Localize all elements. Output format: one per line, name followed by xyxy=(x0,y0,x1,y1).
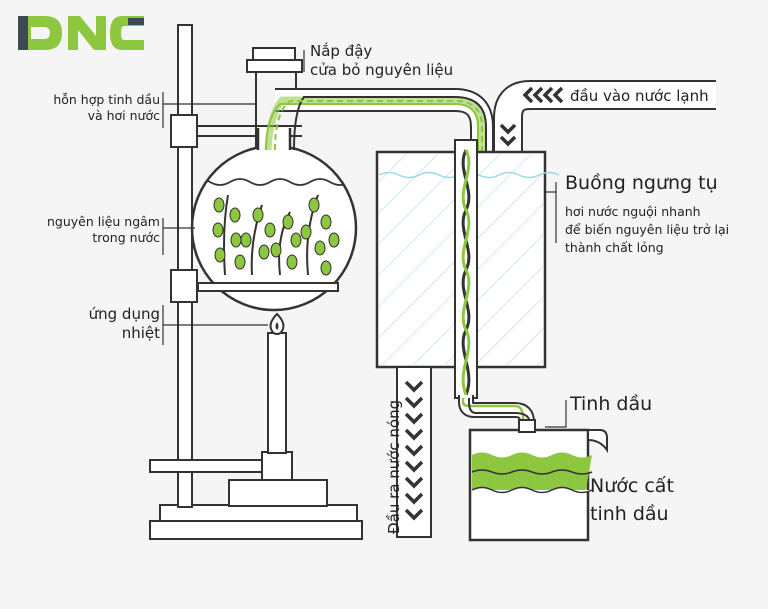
lid-label-line2: cửa bỏ nguyên liệu xyxy=(310,60,454,79)
collector xyxy=(468,419,608,542)
condenser-description: hơi nước nguội nhanh để biến nguyên liệu… xyxy=(565,203,729,257)
mixture-label: hỗn hợp tinh dầu và hơi nước xyxy=(30,92,160,123)
heat-label: ứng dụng nhiệt xyxy=(50,305,160,343)
stand xyxy=(149,24,363,540)
heat-label-line1: ứng dụng xyxy=(88,305,160,323)
condenser-title: Buồng ngưng tụ xyxy=(565,172,718,194)
vapor-tube xyxy=(264,88,494,180)
flame-icon xyxy=(269,312,285,335)
heat-label-line2: nhiệt xyxy=(121,323,160,342)
condenser-desc-line2: để biến nguyên liệu trở lại xyxy=(565,222,730,238)
leader-lines xyxy=(162,50,567,428)
cold-water-in-label: đầu vào nước lạnh xyxy=(570,87,709,105)
hot-water-pipe xyxy=(396,366,432,538)
mixture-label-line2: và hơi nước xyxy=(87,107,160,123)
cold-water-arrows xyxy=(499,86,564,147)
dnc-logo xyxy=(18,16,144,50)
cold-water-pipe xyxy=(493,80,716,155)
hydrosol-label: Nước cất tinh dầu xyxy=(590,473,674,528)
lid-label-line1: Nắp đậy xyxy=(310,42,373,60)
soaked-material-line2: trong nước xyxy=(92,229,160,245)
soaked-material-label: nguyên liệu ngâm trong nước xyxy=(30,214,160,245)
hydrosol-line2: tinh dầu xyxy=(590,502,669,525)
condenser-desc-line3: thành chất lỏng xyxy=(565,240,664,256)
hydrosol-line1: Nước cất xyxy=(590,475,674,497)
condenser-desc-line1: hơi nước nguội nhanh xyxy=(565,204,701,219)
hot-water-out-label: Đầu ra nước nóng xyxy=(385,399,403,534)
flask-lid xyxy=(246,47,303,150)
flask xyxy=(190,128,358,312)
soaked-material-line1: nguyên liệu ngâm xyxy=(47,214,160,229)
outlet-tube xyxy=(458,395,535,455)
lid-label: Nắp đậy cửa bỏ nguyên liệu xyxy=(310,42,453,80)
condenser xyxy=(375,139,560,399)
burner xyxy=(149,332,328,507)
mixture-label-line1: hỗn hợp tinh dầu xyxy=(53,92,160,107)
essential-oil-label: Tinh dầu xyxy=(570,393,653,415)
